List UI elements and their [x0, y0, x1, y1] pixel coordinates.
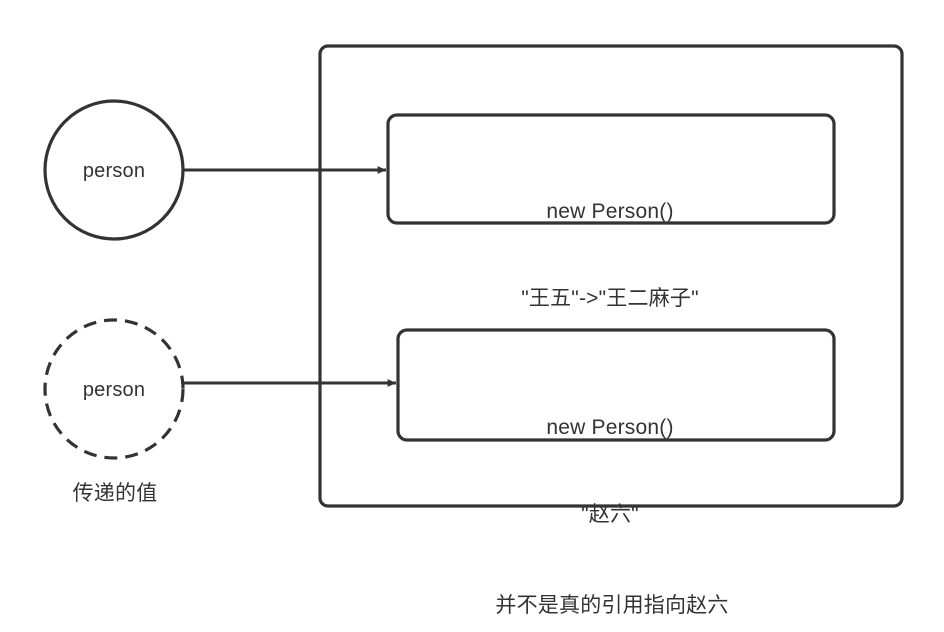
object-box-1-line1: new Person(): [546, 199, 674, 223]
object-box-2-text: new Person() "赵六": [546, 356, 673, 588]
object-box-1-line2: "王五"->"王二麻子": [521, 286, 699, 310]
object-box-2-line2: "赵六": [581, 502, 639, 526]
bottom-caption-line1: 并不是真的引用指向赵六: [495, 593, 729, 617]
passed-reference-circle: [43, 318, 185, 460]
object-box-2: [396, 328, 836, 442]
heap-container-rect: [318, 44, 904, 508]
passed-value-caption: 传递的值: [72, 482, 158, 505]
bottom-caption: 并不是真的引用指向赵六 因此主函数还是王二麻子: [495, 534, 728, 632]
passed-reference-label: person: [82, 379, 146, 401]
object-box-2-line1: new Person(): [546, 415, 674, 439]
object-box-1: [386, 113, 836, 225]
object-box-1-text: new Person() "王五"->"王二麻子": [521, 140, 698, 372]
caller-reference-label: person: [82, 160, 146, 182]
